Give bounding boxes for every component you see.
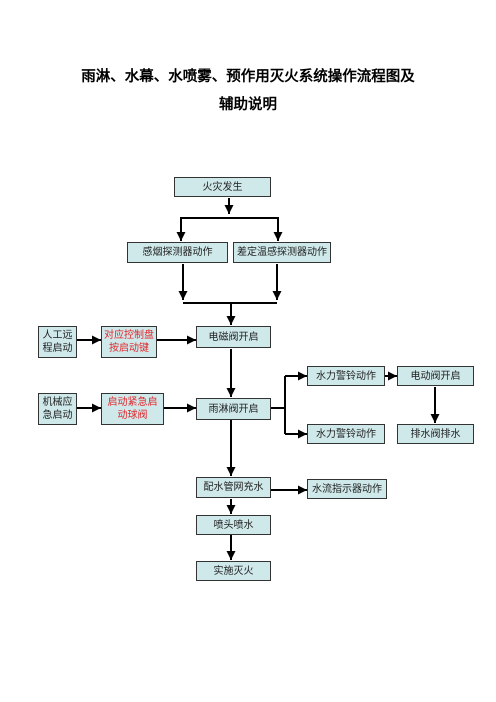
node-pipe-fill: 配水管网充水 [196, 477, 271, 498]
node-drain-valve: 排水阀排水 [397, 424, 474, 444]
node-electric-valve-open: 电动阀开启 [397, 366, 474, 386]
node-water-alarm-bell-2: 水力警铃动作 [307, 424, 385, 444]
node-control-panel-button: 对应控制盘 按启动键 [101, 326, 157, 358]
node-fire: 火灾发生 [174, 177, 271, 197]
node-mechanical-emergency-start: 机械应 急启动 [38, 393, 77, 425]
node-water-alarm-bell-1: 水力警铃动作 [307, 366, 385, 386]
page-title: 雨淋、水幕、水喷雾、预作用灭火系统操作流程图及 [81, 69, 415, 85]
node-manual-remote-start: 人工远 程启动 [38, 326, 77, 358]
page-subtitle: 辅助说明 [219, 97, 277, 113]
node-solenoid-valve-open: 电磁阀开启 [196, 326, 271, 348]
node-flow-indicator: 水流指示器动作 [307, 479, 387, 499]
node-deluge-valve-open: 雨淋阀开启 [196, 398, 271, 420]
node-heat-detector: 差定温感探测器动作 [233, 242, 331, 263]
node-smoke-detector: 感烟探测器动作 [127, 242, 228, 263]
node-sprinkler-spray: 喷头喷水 [196, 515, 271, 535]
node-extinguish: 实施灭火 [196, 561, 271, 581]
node-emergency-ball-valve: 启动紧急启 动球阀 [101, 393, 164, 425]
